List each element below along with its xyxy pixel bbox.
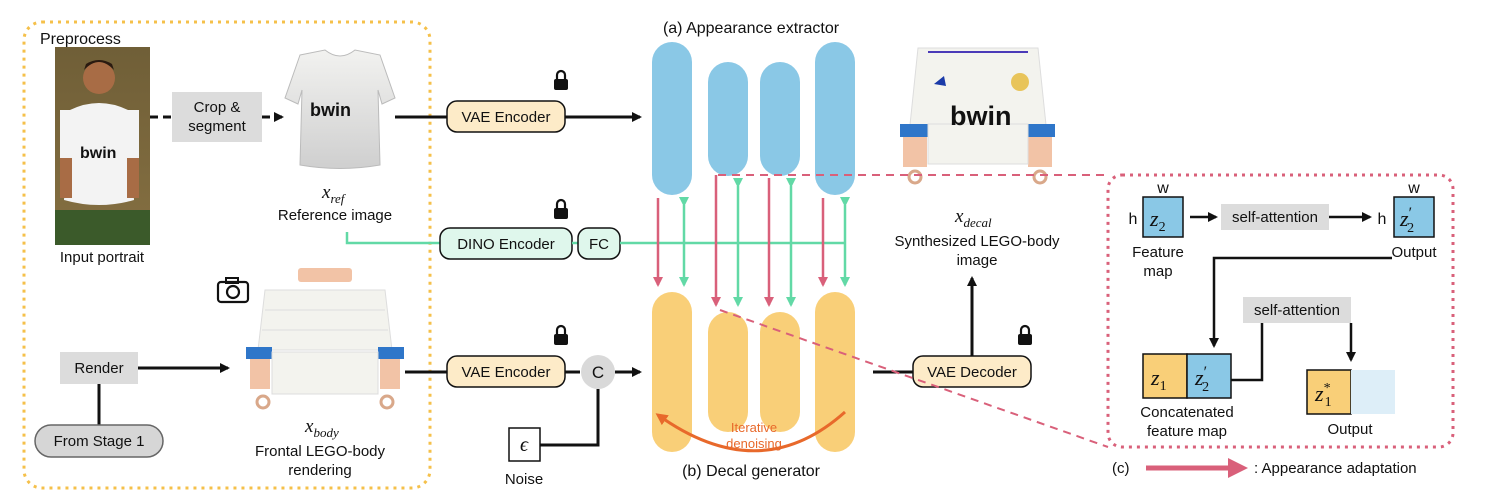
lego-body-image [246,268,404,410]
w-label-1: w [1156,180,1169,197]
decal-symbol: xdecal [954,206,992,230]
output-caption-line1: Synthesized LEGO-body [894,233,1060,250]
reference-shirt-image: bwin [284,49,396,169]
legend-arrowhead [1228,458,1248,478]
feature-map-line2: map [1143,263,1172,280]
generator-block-1 [652,292,692,452]
concat-caption-line2: feature map [1147,423,1227,440]
crop-label-line2: segment [188,118,246,135]
dino-encoder-label: DINO Encoder [457,236,555,253]
ref-to-dino-line [345,232,440,245]
crop-label-line1: Crop & [194,99,241,116]
render-box [60,352,138,384]
concat-label: C [592,363,604,382]
generator-block-3 [760,312,800,432]
noise-symbol: ϵ [520,434,529,456]
self-attention-top-box [1221,204,1329,230]
ref-caption: Reference image [278,207,392,224]
body-symbol: xbody [304,416,339,440]
legend-text: : Appearance adaptation [1254,460,1417,477]
vae-decoder-label: VAE Decoder [927,364,1017,381]
appearance-extractor-title: (a) Appearance extractor [663,20,840,37]
preprocess-frame [22,20,432,490]
from-stage1-box [34,424,164,458]
extractor-block-3 [760,62,800,176]
z2-symbol: z2 [1149,206,1166,235]
from-stage1-label: From Stage 1 [54,433,145,450]
z2-prime-box [1393,196,1435,238]
iterative-denoising-arrow [655,410,846,453]
render-label: Render [74,360,123,377]
extractor-block-1 [652,42,692,195]
lock-icon-dino [554,198,568,219]
self-attention-top-label: self-attention [1232,209,1318,226]
h-label-1: h [1129,211,1138,228]
vae-encoder-top-label: VAE Encoder [462,109,551,126]
preprocess-title: Preprocess [40,31,121,48]
dino-feature-arrows [679,178,850,307]
body-caption-line1: Frontal LEGO-body [255,443,386,460]
generator-block-2 [708,312,748,432]
inset-frame [1106,173,1455,449]
concat-z2-symbol: z′2 [1194,364,1209,395]
z1-star-symbol: z*1 [1314,381,1332,410]
output-caption-line2: image [957,252,998,269]
feature-map-line1: Feature [1132,244,1184,261]
lock-icon-vae-bottom [554,324,568,345]
concat-caption-line1: Concatenated [1140,404,1233,421]
fc-label: FC [589,236,609,253]
output-top-label: Output [1391,244,1437,261]
concat-to-attn-line [1231,311,1264,382]
lock-icon-vae-decoder [1018,324,1032,345]
portrait-shirt-brand: bwin [80,145,116,162]
output-bottom-label: Output [1327,421,1373,438]
self-attention-bottom-label: self-attention [1254,302,1340,319]
legend-label: (c) [1112,460,1130,477]
decal-generator-title: (b) Decal generator [682,463,821,480]
synthesized-lego-image: bwin [900,47,1055,185]
z2-prime-symbol: z′2 [1399,205,1414,236]
output-to-concat-arrow [1209,256,1392,348]
self-attention-bottom-box [1243,297,1351,323]
camera-icon [216,277,250,304]
synth-shirt-brand: bwin [950,101,1012,131]
h-label-2: h [1378,211,1387,228]
noise-label: Noise [505,471,543,488]
input-portrait-image: bwin [55,47,150,245]
inset-connector-bottom [719,309,1109,448]
portrait-caption: Input portrait [60,249,145,266]
concat-node [581,355,615,389]
noise-box [508,427,541,462]
body-caption-line2: rendering [288,462,351,479]
vae-encoder-bottom-label: VAE Encoder [462,364,551,381]
noise-to-concat-line [540,389,600,447]
crop-segment-box [172,92,262,142]
extractor-block-2 [708,62,748,176]
generator-block-4 [815,292,855,452]
concat-z2-box [1186,353,1232,399]
concat-z1-box [1142,353,1188,399]
z1-star-box [1306,369,1352,415]
z1-star-empty-box [1351,370,1395,414]
extractor-block-4 [815,42,855,195]
ref-shirt-brand: bwin [310,100,351,120]
lock-icon-vae-top [554,69,568,90]
z2-feature-box [1142,196,1184,238]
ref-symbol: xref [321,182,347,206]
w-label-2: w [1407,180,1420,197]
concat-z1-symbol: z1 [1150,365,1167,394]
denoising-label: denoising [726,436,782,451]
iterative-label: Iterative [731,420,777,435]
